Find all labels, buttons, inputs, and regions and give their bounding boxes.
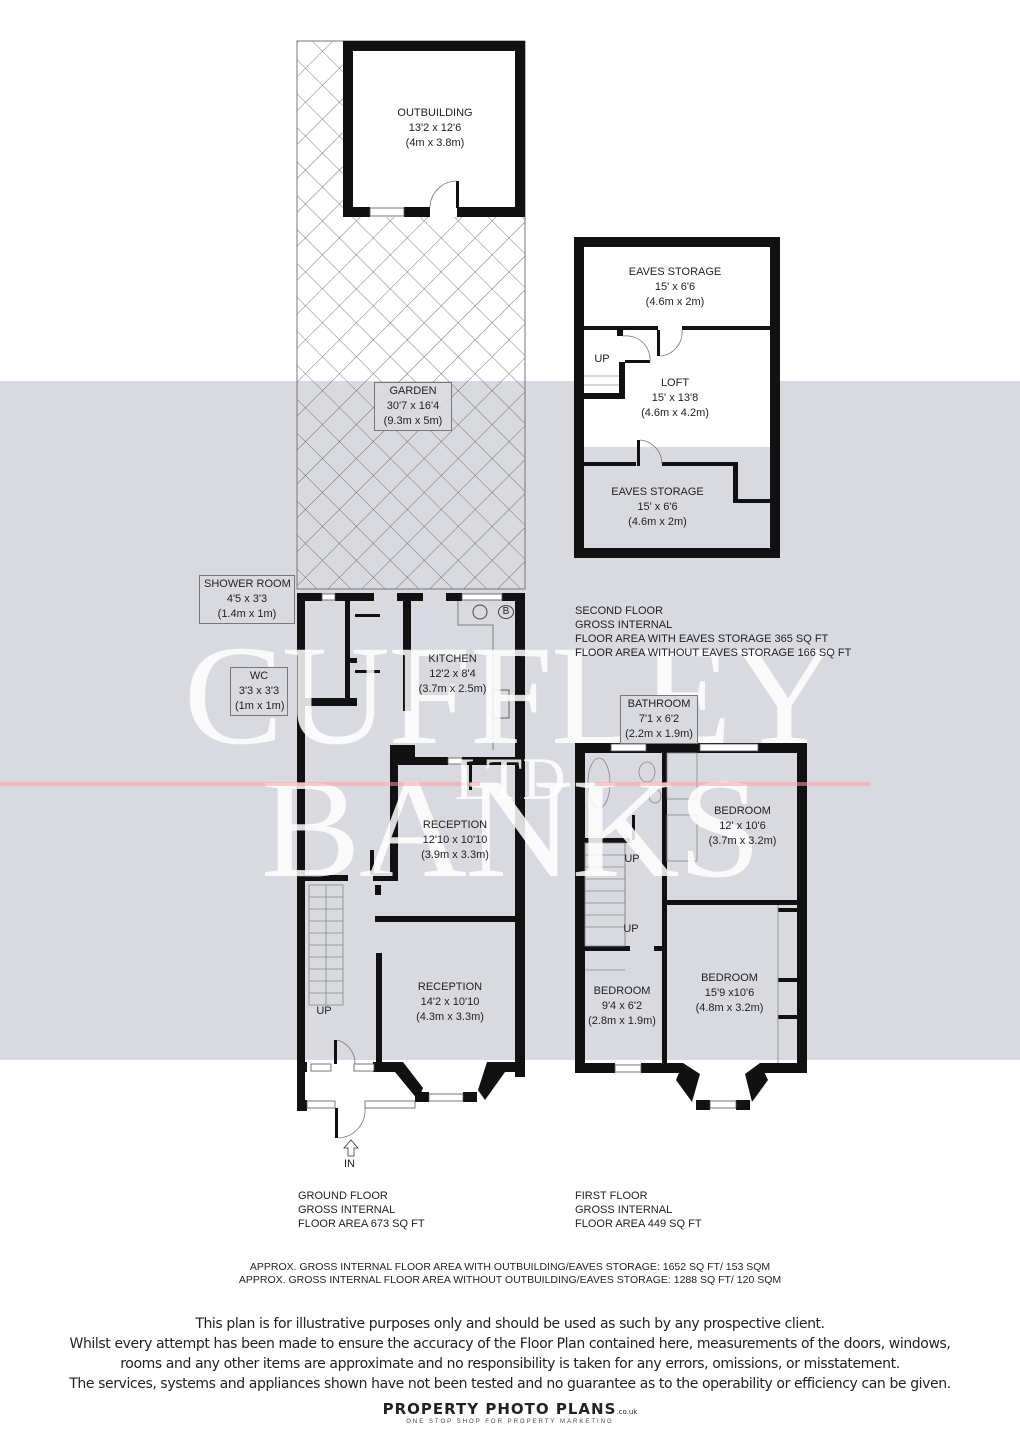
room-label-garden: GARDEN 30'7 x 16'4 (9.3m x 5m) [374,382,452,431]
room-label-eaves-storage-top: EAVES STORAGE 15' x 6'6 (4.6m x 2m) [628,266,722,308]
room-label-bedroom-front: BEDROOM 15'9 x10'6 (4.8m x 3.2m) [695,972,764,1014]
entrance-label: IN [344,1158,355,1170]
watermark-rule-left [0,782,480,786]
room-label-eaves-storage-bottom: EAVES STORAGE 15' x 6'6 (4.6m x 2m) [611,486,704,528]
brand-name: PROPERTY PHOTO PLANS.co.uk [382,1400,638,1418]
total-floor-area: APPROX. GROSS INTERNAL FLOOR AREA WITH O… [238,1261,782,1286]
room-label-loft: LOFT 15' x 13'8 (4.6m x 4.2m) [641,377,709,419]
watermark-rule-right [595,782,870,786]
floor-area-second: SECOND FLOOR GROSS INTERNAL FLOOR AREA W… [575,605,852,659]
ground-floor-walls [297,593,525,1139]
second-floor-walls [574,237,780,558]
brand-tagline: ONE STOP SHOP FOR PROPERTY MARKETING [406,1419,614,1425]
entrance-arrow-icon [343,1139,359,1157]
room-label-wc: WC 3'3 x 3'3 (1m x 1m) [230,667,288,716]
stairs-up-first-2: UP [623,923,639,935]
room-label-outbuilding: OUTBUILDING 13'2 x 12'6 (4m x 3.8m) [397,107,473,149]
floor-area-ground: GROUND FLOOR GROSS INTERNAL FLOOR AREA 6… [298,1190,425,1230]
outbuilding-walls [343,41,525,217]
stairs-up-ground: UP [316,1005,332,1017]
stairs-up-first-1: UP [624,853,640,865]
room-label-bedroom-rear: BEDROOM 12' x 10'6 (3.7m x 3.2m) [708,805,777,847]
brand-logo: PROPERTY PHOTO PLANS.co.uk ONE STOP SHOP… [380,1400,640,1425]
stairs-up-loft: UP [594,353,610,365]
room-label-bedroom-small: BEDROOM 9'4 x 6'2 (2.8m x 1.9m) [588,985,656,1027]
room-label-reception-rear: RECEPTION 12'10 x 10'10 (3.9m x 3.3m) [421,819,489,861]
room-label-shower-room: SHOWER ROOM 4'5 x 3'3 (1.4m x 1m) [199,575,295,624]
first-floor-walls [575,743,807,1110]
room-label-kitchen: KITCHEN 12'2 x 8'4 (3.7m x 2.5m) [418,653,487,695]
room-label-bathroom: BATHROOM 7'1 x 6'2 (2.2m x 1.9m) [620,695,698,744]
room-label-reception-front: RECEPTION 14'2 x 10'10 (4.3m x 3.3m) [416,981,484,1023]
boiler-badge: B [498,605,514,619]
disclaimer: This plan is for illustrative purposes o… [69,1316,951,1392]
floor-area-first: FIRST FLOOR GROSS INTERNAL FLOOR AREA 44… [575,1190,702,1230]
